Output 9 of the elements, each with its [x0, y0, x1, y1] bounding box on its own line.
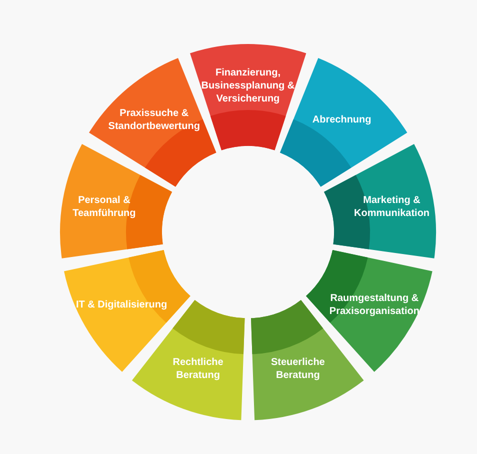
segment-label: IT & Digitalisierung — [74, 298, 168, 312]
segment-label: Finanzierung, Businessplanung & Versicherung — [200, 66, 296, 106]
segment-label: Raumgestaltung & Praxisorganisation — [328, 292, 420, 318]
segment-label: Personal & Teamführung — [72, 194, 137, 220]
segment-label: Rechtliche Beratung — [172, 356, 224, 382]
segment-label: Steuerliche Beratung — [270, 356, 326, 382]
segment-label: Marketing & Kommunikation — [352, 194, 431, 220]
segment-label: Abrechnung — [311, 114, 372, 127]
segment-label: Praxissuche & Standortbewertung — [107, 107, 201, 134]
